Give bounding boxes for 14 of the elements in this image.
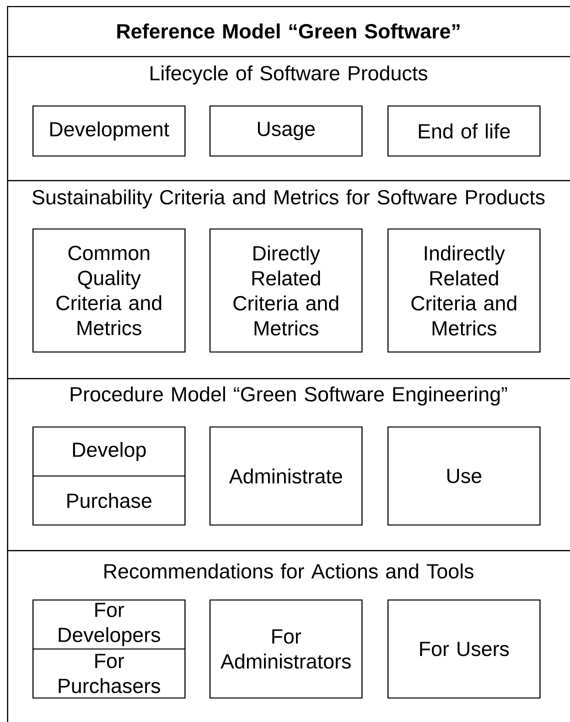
box: Development: [32, 105, 186, 157]
box: Usage: [209, 105, 363, 157]
box: End of life: [387, 105, 541, 157]
box: Indirectly Related Criteria and Metrics: [387, 228, 541, 353]
box: For Developers: [32, 599, 186, 650]
box: Develop: [32, 426, 186, 477]
box: Directly Related Criteria and Metrics: [209, 228, 363, 353]
box: Use: [387, 426, 541, 526]
box: For Purchasers: [32, 648, 186, 699]
box: Common Quality Criteria and Metrics: [32, 228, 186, 353]
box: Purchase: [32, 475, 186, 526]
box: For Administrators: [209, 599, 363, 699]
box: For Users: [387, 599, 541, 699]
box: Administrate: [209, 426, 363, 526]
